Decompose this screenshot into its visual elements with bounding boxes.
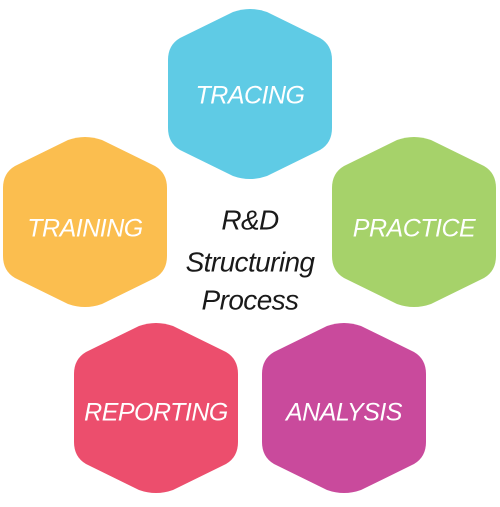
center-title-line-1: R&D: [221, 204, 279, 235]
center-title: R&D Structuring Process: [186, 204, 316, 315]
hex-shape-practice: [332, 137, 496, 307]
hex-node-training: TRAINING: [3, 137, 167, 307]
center-title-line-3: Process: [202, 284, 300, 315]
hex-label-practice: PRACTICE: [353, 215, 476, 243]
hex-shape-tracing: [168, 9, 332, 179]
hex-node-reporting: REPORTING: [74, 323, 238, 493]
hex-label-training: TRAINING: [27, 215, 143, 243]
hex-shape-reporting: [74, 323, 238, 493]
hex-label-tracing: TRACING: [196, 82, 305, 110]
center-title-line-2: Structuring: [186, 246, 316, 277]
hex-label-analysis: ANALYSIS: [284, 399, 403, 427]
hex-node-practice: PRACTICE: [332, 137, 496, 307]
hex-shape-analysis: [262, 323, 426, 493]
hex-label-reporting: REPORTING: [84, 399, 228, 427]
hex-node-analysis: ANALYSIS: [262, 323, 426, 493]
hex-shape-training: [3, 137, 167, 307]
hex-node-tracing: TRACING: [168, 9, 332, 179]
